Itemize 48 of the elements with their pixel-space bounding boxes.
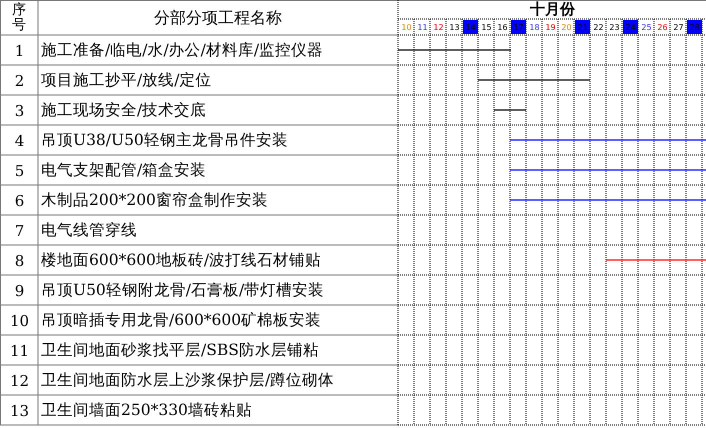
task-name: 卫生间地面砂浆找平层/SBS防水层铺粘 [41, 340, 320, 361]
day-label: 25 [640, 22, 653, 34]
day-label: 20 [560, 22, 573, 34]
row-number: 2 [14, 70, 26, 92]
row-number: 12 [8, 370, 30, 392]
column-header: 分部分项工程名称 [153, 6, 283, 28]
day-label: 15 [480, 22, 493, 34]
day-label: 14 [463, 20, 478, 34]
task-name: 木制品200*200窗帘盒制作安装 [41, 190, 269, 211]
day-label: 26 [656, 22, 669, 34]
day-label: 17 [511, 20, 526, 34]
row-number: 7 [14, 220, 26, 242]
row-number: 3 [14, 100, 26, 122]
day-label: 24 [623, 20, 638, 34]
row-number: 5 [14, 160, 26, 182]
day-label: 21 [575, 20, 590, 34]
day-label: 18 [528, 22, 541, 34]
day-label: 10 [400, 22, 413, 34]
task-name: 电气支架配管/箱盒安装 [41, 160, 208, 181]
day-label: 23 [608, 22, 621, 34]
column-header: 序号 [12, 1, 26, 35]
task-name: 项目施工抄平/放线/定位 [41, 70, 212, 91]
task-name: 卫生间墙面250*330墙砖粘贴 [41, 400, 253, 421]
task-name: 吊顶U38/U50轻钢主龙骨吊件安装 [41, 130, 289, 151]
row-number: 13 [8, 400, 30, 422]
task-name: 吊顶暗插专用龙骨/600*600矿棉板安装 [41, 310, 322, 331]
task-name: 楼地面600*600地板砖/波打线石材铺贴 [41, 250, 322, 271]
row-number: 9 [14, 280, 26, 302]
day-label: 19 [544, 22, 557, 34]
row-number: 10 [8, 310, 30, 332]
task-name: 卫生间地面防水层上沙浆保护层/蹲位砌体 [41, 370, 336, 391]
day-label: 28 [687, 20, 702, 34]
row-number: 6 [14, 190, 26, 212]
row-number: 11 [8, 340, 30, 362]
task-name: 电气线管穿线 [41, 220, 138, 241]
month-header: 十月份 [529, 1, 576, 18]
day-label: 16 [496, 22, 509, 34]
task-name: 施工准备/临电/水/办公/材料库/监控仪器 [41, 40, 324, 61]
row-number: 4 [14, 130, 26, 152]
row-number: 8 [14, 250, 26, 272]
day-label: 11 [416, 22, 429, 34]
task-name: 吊顶U50轻钢附龙骨/石膏板/带灯槽安装 [41, 280, 326, 301]
day-label: 12 [432, 22, 445, 34]
row-number: 1 [14, 40, 26, 62]
day-label: 13 [448, 22, 461, 34]
day-label: 27 [672, 22, 685, 34]
task-name: 施工现场安全/技术交底 [41, 100, 208, 121]
day-label: 22 [592, 22, 605, 34]
